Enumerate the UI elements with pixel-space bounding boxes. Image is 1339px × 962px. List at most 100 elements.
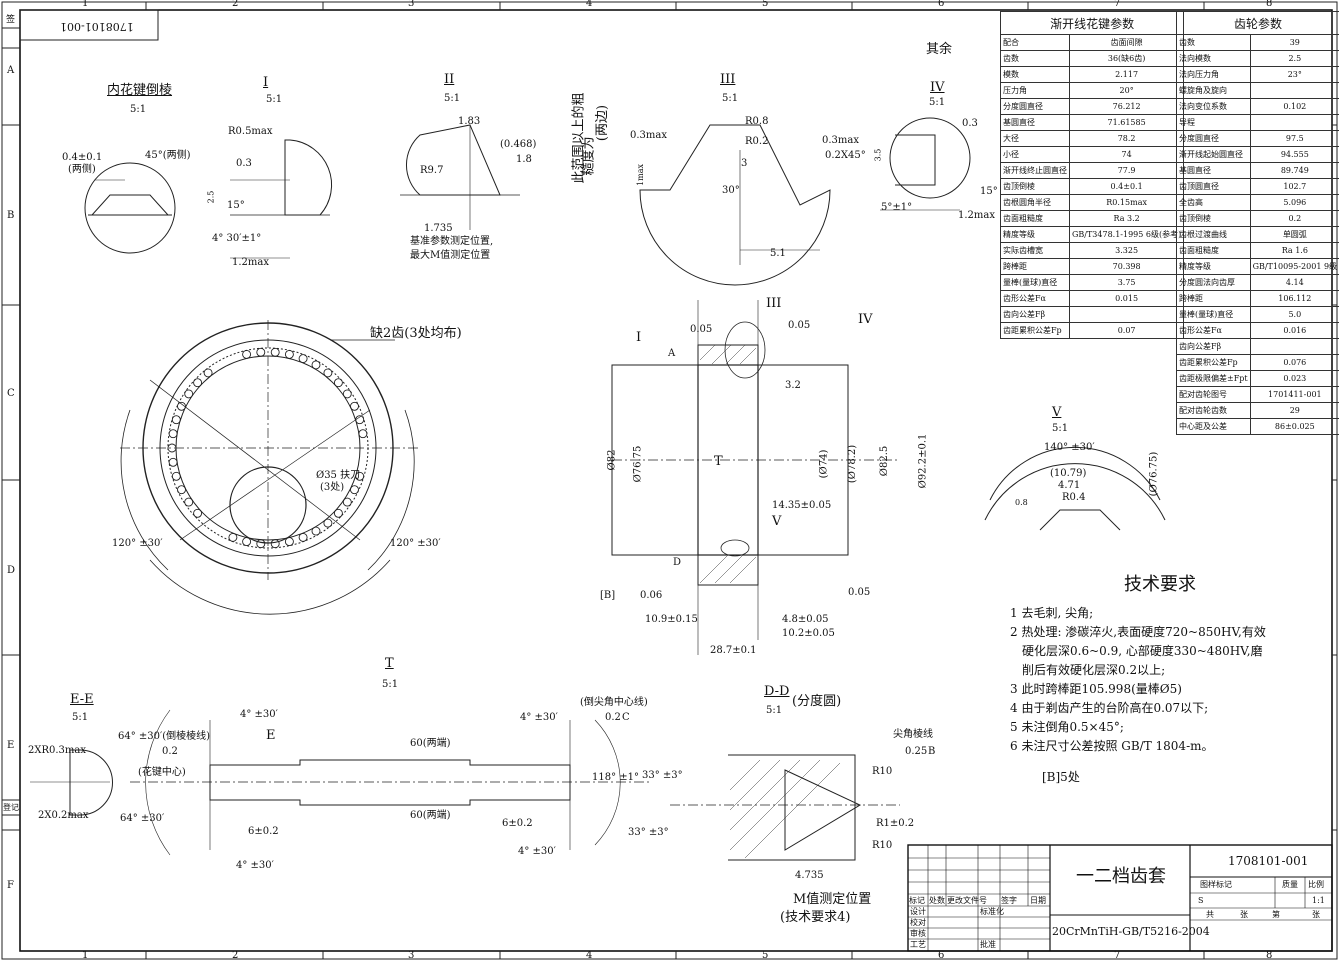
- detail-III-angle: 30°: [722, 185, 740, 197]
- DD-tol: 0.25: [905, 746, 927, 758]
- param-value: 74: [1070, 147, 1184, 163]
- section-tol-3: 0.06: [640, 590, 662, 602]
- DD-scale: 5:1: [766, 705, 782, 717]
- section-roughness: 3.2: [785, 380, 801, 392]
- param-label: 齿顶圆直径: [1177, 179, 1251, 195]
- row-C: C: [7, 388, 15, 400]
- detail-IV-d5: 1.2max: [958, 210, 995, 222]
- param-label: 齿距累积公差Fp: [1001, 323, 1070, 339]
- col-4: 4: [586, 0, 592, 10]
- detail-III-d6: 1max: [636, 164, 646, 186]
- T-tip-note: (倒尖角中心线): [580, 697, 648, 709]
- detail-I-d3: 2.5: [206, 191, 216, 204]
- spline-tooth: [334, 379, 342, 387]
- T-scale: 5:1: [382, 679, 398, 691]
- spline-tooth: [351, 486, 359, 494]
- section-dia-4: Ø82.5: [879, 446, 891, 476]
- detail-V-scale: 5:1: [1052, 423, 1068, 435]
- param-value: 70.398: [1070, 259, 1184, 275]
- detail-II-d4: 1.735: [424, 223, 453, 235]
- inner-chamfer-detail: [85, 163, 175, 253]
- detail-I-angle: 4° 30′±1°: [212, 233, 261, 245]
- section-outer-dia: Ø82: [606, 450, 618, 471]
- param-value: 0.2: [1250, 211, 1339, 227]
- spline-tooth: [334, 509, 342, 517]
- role-design: 设计: [910, 907, 926, 917]
- param-value: 102.7: [1250, 179, 1339, 195]
- param-value: 2.117: [1070, 67, 1184, 83]
- detail-I-scale: 5:1: [266, 94, 282, 106]
- sheets-unit-1: 张: [1240, 910, 1248, 920]
- detail-III-d7: 5.1: [770, 248, 786, 260]
- DD-d1: 4.735: [795, 870, 824, 882]
- angle-right: 120° ±30′: [390, 538, 441, 550]
- spline-tooth: [243, 350, 251, 358]
- spline-tooth: [324, 519, 332, 527]
- detail-III-d4: 3: [741, 158, 747, 170]
- detail-IV-d1: 0.3: [962, 118, 978, 130]
- param-value: 29: [1250, 403, 1339, 419]
- tech-line: 6 未注尺寸公差按照 GB/T 1804-m。: [1010, 737, 1310, 756]
- spline-tooth: [312, 361, 320, 369]
- param-value: 0.07: [1070, 323, 1184, 339]
- spline-tooth: [257, 348, 265, 356]
- param-label: 齿顶倒棱: [1001, 179, 1070, 195]
- spline-tooth: [271, 348, 279, 356]
- section-ref-B: [B]: [600, 590, 615, 602]
- detail-III-side-note3: (两边): [595, 105, 611, 141]
- material: 20CrMnTiH-GB/T5216-2004: [1052, 925, 1210, 938]
- ratio-label: 比例: [1308, 880, 1324, 890]
- col-5: 5: [762, 0, 768, 10]
- section-dia-3: (Ø78.2): [847, 445, 859, 483]
- detail-V-d4: (Ø76.75): [1148, 452, 1160, 497]
- missing-teeth-note: 缺2齿(3处均布): [370, 326, 462, 342]
- T-angle-5: 4° ±30′: [520, 712, 558, 724]
- spline-tooth: [172, 416, 180, 424]
- tech-line: 削后有效硬化层深0.2以上;: [1010, 661, 1310, 680]
- T-title: T: [385, 656, 394, 672]
- roughness-note: 其余: [926, 42, 952, 58]
- detail-III-side-note2: 糙度为: [582, 136, 598, 175]
- param-label: 分度圆法向齿厚: [1177, 275, 1251, 291]
- T-angle-7: 4° ±30′: [518, 846, 556, 858]
- param-value: 39: [1250, 35, 1339, 51]
- param-label: 齿根过渡曲线: [1177, 227, 1251, 243]
- spline-tooth: [359, 430, 367, 438]
- param-value: 76.212: [1070, 99, 1184, 115]
- detail-V-d2: 4.71: [1058, 480, 1080, 492]
- param-label: 导程: [1177, 115, 1251, 131]
- DD-view: [670, 755, 900, 860]
- col-6: 6: [938, 0, 944, 10]
- T-angle-4: 4° ±30′: [236, 860, 274, 872]
- role-review: 审核: [910, 929, 926, 939]
- param-value: 77.9: [1070, 163, 1184, 179]
- section-dia-2: (Ø74): [818, 450, 830, 479]
- col-8: 8: [1266, 0, 1272, 10]
- detail-II-note2: 最大M值测定位置: [410, 250, 490, 262]
- spline-tooth: [271, 540, 279, 548]
- DD-m-note2: (技术要求4): [780, 910, 850, 926]
- rev-header-count: 处数: [929, 896, 945, 906]
- table-row: 齿根过渡曲线单圆弧: [1177, 227, 1339, 243]
- param-label: 螺旋角及旋向: [1177, 83, 1251, 99]
- EE-d2: 2X0.2max: [38, 810, 88, 822]
- section-label-III: III: [766, 296, 781, 312]
- param-value: 3.75: [1070, 275, 1184, 291]
- section-len-1: 14.35±0.05: [772, 500, 831, 512]
- T-tol-1: 0.2: [162, 746, 178, 758]
